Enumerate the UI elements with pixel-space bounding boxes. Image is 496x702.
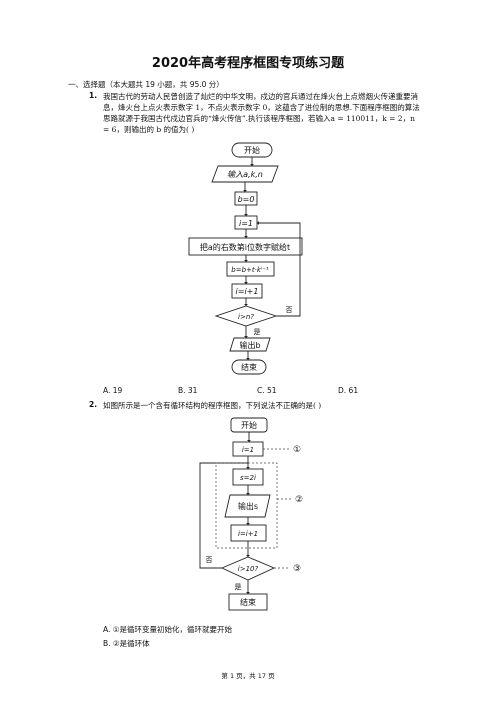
section-heading: 一、选择题（本大题共 19 小题，共 95.0 分） [68, 80, 224, 89]
page-footer: 第 1 页，共 17 页 [221, 672, 275, 680]
fc1-b0-label: b=0 [238, 195, 255, 204]
fc2-s-label: s=2i [240, 474, 256, 482]
fc1-update-box [226, 261, 275, 277]
fc1-no-label: 否 [286, 306, 293, 314]
fc1-yes-label: 是 [254, 328, 261, 336]
fc1-update-label: b=b+t·kⁱ⁻¹ [231, 266, 269, 274]
fc1-input-box [211, 165, 279, 183]
question-2-option-b[interactable]: B. ②是循环体 [103, 639, 150, 648]
choice-b[interactable]: B. 31 [178, 386, 198, 395]
fc1-input-label: 输入a,k,n [227, 170, 263, 179]
fc2-marker-2: ② [295, 495, 303, 505]
question-1-text: 我国古代的劳动人民曾创造了灿烂的中华文明，戍边的官兵通过在烽火台上点燃烟火传递重… [103, 92, 420, 134]
fc2-output-label: 输出s [238, 501, 258, 511]
fc2-end-label: 结束 [240, 597, 256, 607]
fc1-inc-label: i=i+1 [236, 287, 259, 296]
fc1-inc-box [231, 283, 263, 299]
fc2-loop-body-dashed [215, 462, 278, 549]
fc2-marker-1: ① [293, 445, 301, 455]
fc2-i1-label: i=1 [242, 446, 254, 454]
question-1-number: 1. [89, 91, 98, 100]
choice-a[interactable]: A. 19 [103, 386, 123, 395]
fc1-loop-line [257, 222, 301, 317]
page-title: 2020年高考程序框图专项练习题 [151, 56, 345, 71]
fc1-end-label: 结束 [241, 362, 257, 372]
question-2-option-a[interactable]: A. ①是循环变量初始化，循环就要开始 [103, 625, 232, 634]
fc2-marker-3: ③ [293, 564, 301, 574]
fc2-start-label: 开始 [241, 420, 257, 430]
fc1-cond-label: i>n? [238, 313, 254, 321]
fc2-no-label: 否 [206, 556, 213, 564]
fc1-output-label: 输出b [239, 340, 260, 350]
fc1-start-label: 开始 [244, 145, 260, 155]
fc2-output-box [224, 494, 271, 518]
fc1-assign-box [188, 237, 303, 256]
question-2-text: 如图所示是一个含有循环结构的程序框图，下列说法不正确的是( ) [103, 401, 322, 410]
fc2-cond-label: i>10? [238, 565, 259, 573]
fc2-inc-box [230, 524, 267, 542]
fc1-end-box [231, 359, 267, 375]
choice-d[interactable]: D. 61 [338, 386, 359, 395]
fc1-output-box [229, 337, 271, 352]
fc2-yes-label: 是 [235, 583, 242, 591]
choice-c[interactable]: C. 51 [257, 386, 277, 395]
question-2-number: 2. [89, 400, 98, 409]
fc1-assign-label: 把a的右数第i位数字赋给t [200, 242, 290, 252]
fc2-inc-label: i=i+1 [238, 530, 258, 538]
fc1-i1-label: i=1 [239, 219, 253, 228]
